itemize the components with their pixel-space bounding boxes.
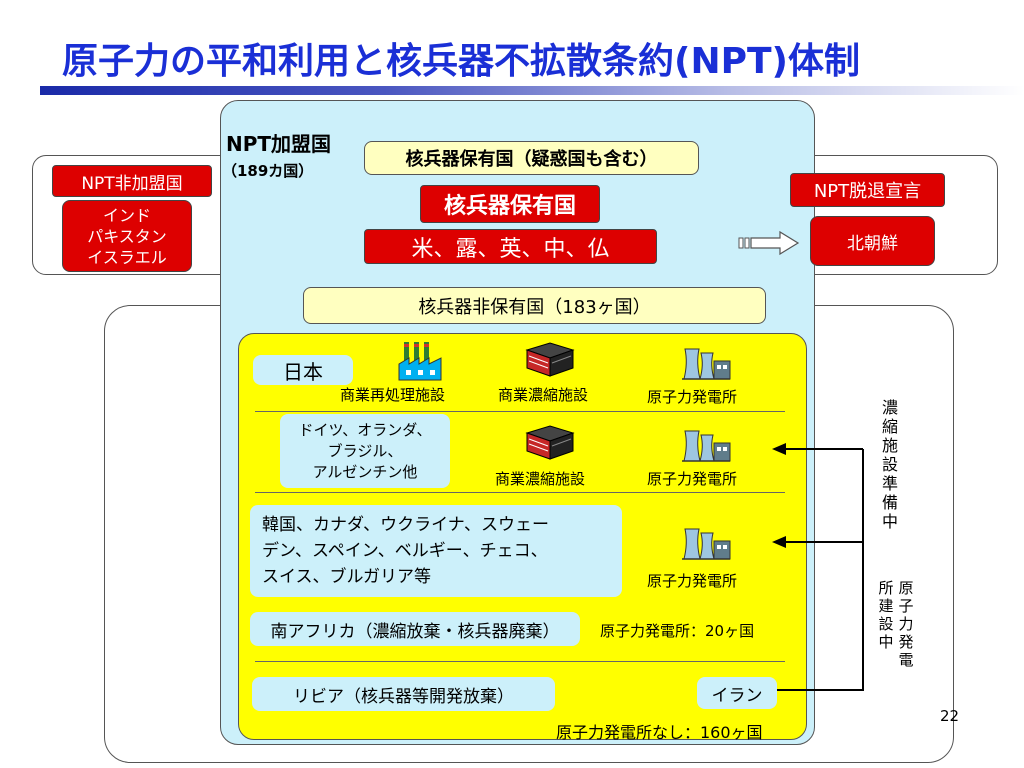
japan-facility-enrichment: 商業濃縮施設: [498, 386, 589, 404]
connector-arrows: [772, 443, 864, 691]
nuclear-power-plant-icon: [682, 528, 731, 560]
north-korea: 北朝鮮: [810, 216, 935, 266]
title-underline-bar: [40, 86, 1024, 95]
group2-countries: ドイツ、オランダ、 ブラジル、 アルゼンチン他: [280, 414, 450, 488]
japan-label: 日本: [253, 355, 353, 385]
separator-1: [255, 411, 785, 412]
country-india: インド: [102, 205, 151, 225]
enrichment-prep-label: 濃 縮 施 設 準 備 中: [881, 398, 898, 531]
country-israel: イスラエル: [87, 247, 167, 267]
group2-line-1: ドイツ、オランダ、: [298, 420, 432, 439]
japan-facility-npp: 原子力発電所: [647, 388, 738, 406]
no-npp-note: 原子力発電所なし：160ヶ国: [556, 723, 763, 742]
enrichment-plant-icon: [525, 425, 575, 460]
group3-line-2: デン、スペイン、ベルギー、チェコ、: [262, 541, 548, 561]
factory-icon: [398, 342, 442, 381]
withdrawal-label: NPT脱退宣言: [790, 173, 945, 207]
libya-label: リビア（核兵器等開発放棄）: [252, 677, 555, 711]
nuclear-states-list: 米、露、英、中、仏: [364, 229, 657, 264]
non-member-countries: インド パキスタン イスラエル: [62, 200, 192, 272]
nuclear-states-label: 核兵器保有国: [420, 185, 600, 223]
group2-line-2: ブラジル、: [327, 441, 403, 460]
group3-countries: 韓国、カナダ、ウクライナ、スウェー デン、スペイン、ベルギー、チェコ、 スイス、…: [250, 505, 622, 597]
group2-line-3: アルゼンチン他: [312, 462, 418, 481]
group3-line-1: 韓国、カナダ、ウクライナ、スウェー: [262, 515, 549, 535]
south-africa-note: 原子力発電所：20ヶ国: [600, 622, 755, 640]
group2-facility-enrichment: 商業濃縮施設: [495, 470, 586, 488]
npt-members-label: NPT加盟国: [226, 132, 332, 156]
enrichment-plant-icon: [525, 342, 575, 377]
nuclear-power-plant-icon: [682, 430, 731, 462]
iran-label: イラン: [697, 677, 777, 709]
south-africa-label: 南アフリカ（濃縮放棄・核兵器廃棄）: [250, 612, 580, 646]
npp-construction-label-col2: 所 建 設 中: [878, 579, 894, 651]
country-pakistan: パキスタン: [87, 226, 167, 246]
withdrawal-arrow-icon: [738, 230, 800, 256]
non-member-label: NPT非加盟国: [52, 165, 212, 197]
npt-members-count: （189カ国）: [222, 162, 314, 180]
nuclear-power-plant-icon: [682, 348, 731, 380]
page-number: 22: [940, 707, 960, 725]
separator-2: [255, 492, 785, 493]
group2-facility-npp: 原子力発電所: [647, 470, 738, 488]
group3-facility-npp: 原子力発電所: [647, 572, 738, 590]
nuclear-states-incl-suspected: 核兵器保有国（疑惑国も含む）: [364, 141, 699, 175]
page-title: 原子力の平和利用と核兵器不拡散条約(NPT)体制: [62, 41, 860, 82]
group3-line-3: スイス、ブルガリア等: [262, 567, 431, 587]
japan-facility-reprocessing: 商業再処理施設: [340, 386, 446, 404]
non-nuclear-states-label: 核兵器非保有国（183ヶ国）: [303, 287, 766, 324]
npp-construction-label-col1: 原 子 力 発 電: [898, 579, 914, 669]
separator-3: [255, 661, 785, 662]
